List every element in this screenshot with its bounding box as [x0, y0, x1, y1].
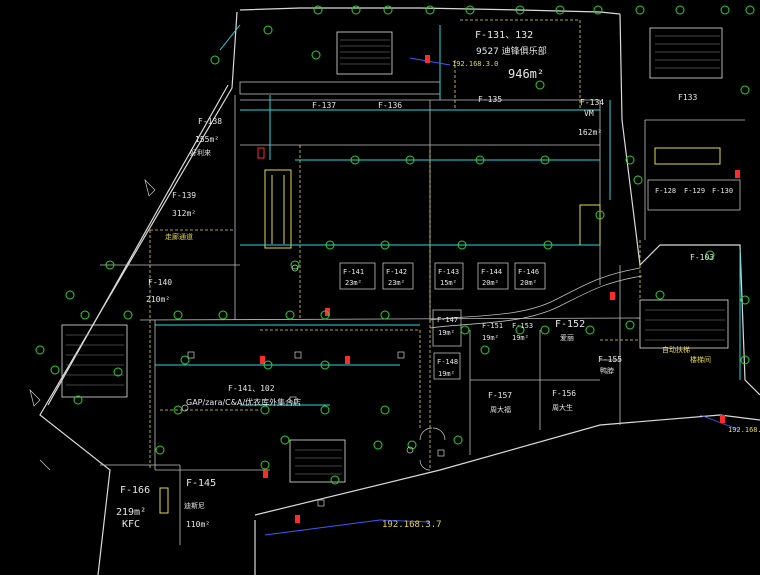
- cable-routes: [149, 19, 641, 470]
- unit-f153-label: F-153: [512, 322, 533, 330]
- unit-f145-label: F-145: [186, 478, 216, 489]
- unit-f131-label: F-131、132: [475, 30, 533, 41]
- unit-f138-area: 155m²: [195, 135, 219, 144]
- green-devices: [35, 5, 755, 485]
- unit-f130-label: F-130: [712, 187, 733, 195]
- ip-label-2: 192.168.3.7: [382, 520, 442, 530]
- unit-f128-label: F-128: [655, 187, 676, 195]
- kiosk-f144-label: F-144: [481, 268, 502, 276]
- unit-f152-name: 爱丽: [560, 334, 574, 342]
- kiosk-f142-label: F-142: [386, 268, 407, 276]
- unit-f156-label: F-156: [552, 389, 576, 398]
- unit-f151-area: 19m²: [482, 334, 499, 342]
- unit-f134-name: VM: [584, 109, 594, 118]
- unit-f151-label: F-151: [482, 322, 503, 330]
- unit-f134-label: F-134: [580, 98, 604, 107]
- kiosk-f143-area: 15m²: [440, 279, 457, 287]
- unit-f156-name: 周大生: [552, 403, 573, 412]
- unit-f139-area: 312m²: [172, 209, 196, 218]
- unit-f140-area: 210m²: [146, 295, 170, 304]
- unit-f131-area: 946m²: [508, 67, 544, 81]
- ip-label-3: 192.168.3.1: [728, 426, 760, 434]
- unit-f145-area: 110m²: [186, 520, 210, 529]
- unit-labels: F-131、132 9527 迪锋俱乐部 946m² F133 F-134 VM…: [116, 30, 733, 530]
- kiosk-f147-area: 19m²: [438, 329, 455, 337]
- escalators: [159, 147, 721, 514]
- unit-f155-label: F-155: [598, 355, 622, 364]
- door-swings: [29, 178, 446, 471]
- kiosk-f143-label: F-143: [438, 268, 459, 276]
- unit-f137-label: F-137: [312, 101, 336, 110]
- unit-f145-name: 迪斯尼: [184, 501, 205, 510]
- unit-f138-name: 好利来: [190, 148, 211, 157]
- leader-lines: [264, 57, 741, 536]
- kiosk-f142-area: 23m²: [388, 279, 405, 287]
- kiosk-f144-area: 20m²: [482, 279, 499, 287]
- unit-f141-102-label: F-141、102: [228, 384, 275, 393]
- kiosk-f148-area: 19m²: [438, 370, 455, 378]
- columns: [181, 264, 445, 507]
- unit-f139-label: F-139: [172, 191, 196, 200]
- unit-f166-area: 219m²: [116, 507, 146, 518]
- ip-label-1: 192.168.3.0: [452, 60, 498, 68]
- unit-f141-102-name: GAP/zara/C&A/优衣库外集合店: [186, 397, 301, 407]
- kiosk-f148-label: F-148: [437, 358, 458, 366]
- unit-f166-name: KFC: [122, 519, 140, 530]
- curved-corridor: [429, 267, 641, 321]
- unit-f129-label: F-129: [684, 187, 705, 195]
- stair-label: 楼梯间: [690, 355, 711, 364]
- unit-f138-label: F-138: [198, 117, 222, 126]
- unit-f166-label: F-166: [120, 485, 150, 496]
- unit-f133-label: F133: [678, 93, 697, 102]
- unit-f152-label: F-152: [555, 319, 585, 330]
- unit-f134-area: 162m²: [578, 128, 602, 137]
- unit-f153-area: 19m²: [512, 334, 529, 342]
- stair-cores: [61, 27, 729, 483]
- building-outline: [39, 7, 760, 575]
- unit-f155-name: 鸭脖: [600, 366, 614, 375]
- stair-hatching: [66, 35, 725, 475]
- kiosk-f146-area: 20m²: [520, 279, 537, 287]
- escalator-label: 自动扶梯: [662, 345, 690, 354]
- kiosk-f141-area: 23m²: [345, 279, 362, 287]
- annotations: 走廊通道 自动扶梯 192.168.3.0 192.168.3.7 192.16…: [165, 60, 760, 530]
- unit-f157-label: F-157: [488, 391, 512, 400]
- unit-f103-label: F-103: [690, 253, 714, 262]
- unit-f140-label: F-140: [148, 278, 172, 287]
- unit-f131-name: 9527 迪锋俱乐部: [476, 45, 547, 57]
- corridor-label: 走廊通道: [165, 232, 193, 241]
- kiosk-f141-label: F-141: [343, 268, 364, 276]
- unit-f157-name: 周大福: [490, 405, 511, 414]
- kiosk-f147-label: F-147: [437, 316, 458, 324]
- unit-f135-label: F-135: [478, 95, 502, 104]
- unit-f136-label: F-136: [378, 101, 402, 110]
- kiosk-f146-label: F-146: [518, 268, 539, 276]
